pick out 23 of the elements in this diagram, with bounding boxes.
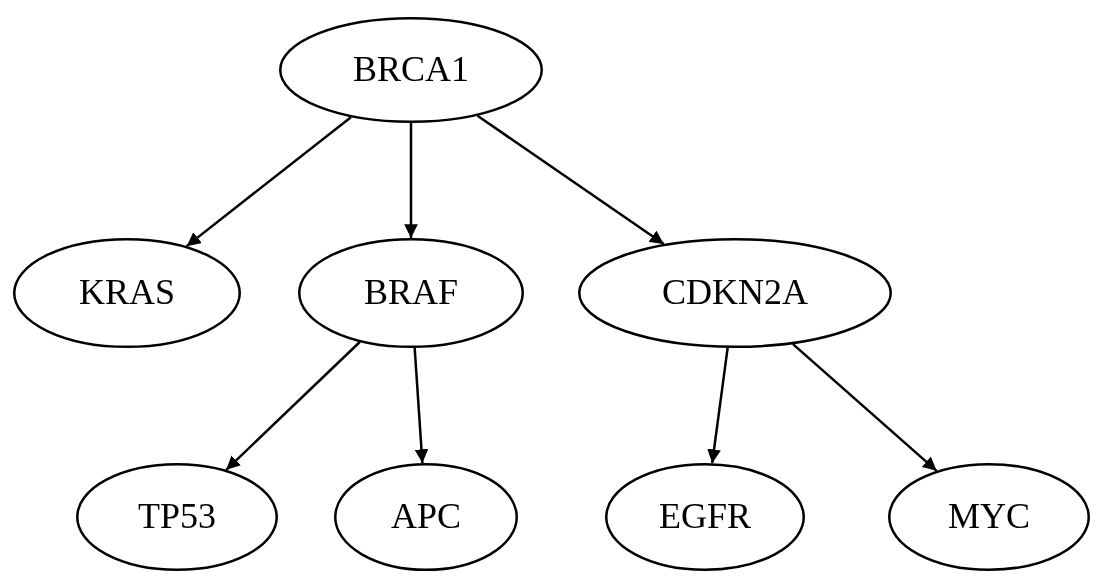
node-label: EGFR bbox=[659, 497, 751, 537]
node-label: BRAF bbox=[363, 273, 458, 313]
ellipse-node bbox=[578, 238, 892, 348]
ellipse-node bbox=[279, 17, 543, 123]
node-label: APC bbox=[391, 497, 461, 537]
node-label: TP53 bbox=[138, 497, 216, 537]
arrow bbox=[792, 343, 938, 472]
arrow bbox=[185, 116, 352, 248]
arrow bbox=[404, 123, 418, 238]
ellipse-node bbox=[13, 238, 241, 348]
ellipse-node bbox=[334, 463, 518, 571]
node-label: CDKN2A bbox=[662, 273, 808, 313]
ellipse-node bbox=[605, 463, 805, 571]
arrow bbox=[413, 347, 429, 464]
arrow bbox=[225, 341, 361, 471]
node-label: KRAS bbox=[79, 273, 175, 313]
arrow bbox=[476, 114, 665, 245]
ellipse-node bbox=[298, 238, 524, 348]
arrow bbox=[707, 347, 729, 464]
ellipse-node bbox=[76, 463, 278, 571]
node-label: MYC bbox=[948, 497, 1030, 537]
node-label: BRCA1 bbox=[352, 50, 469, 90]
ellipse-node bbox=[888, 463, 1090, 571]
